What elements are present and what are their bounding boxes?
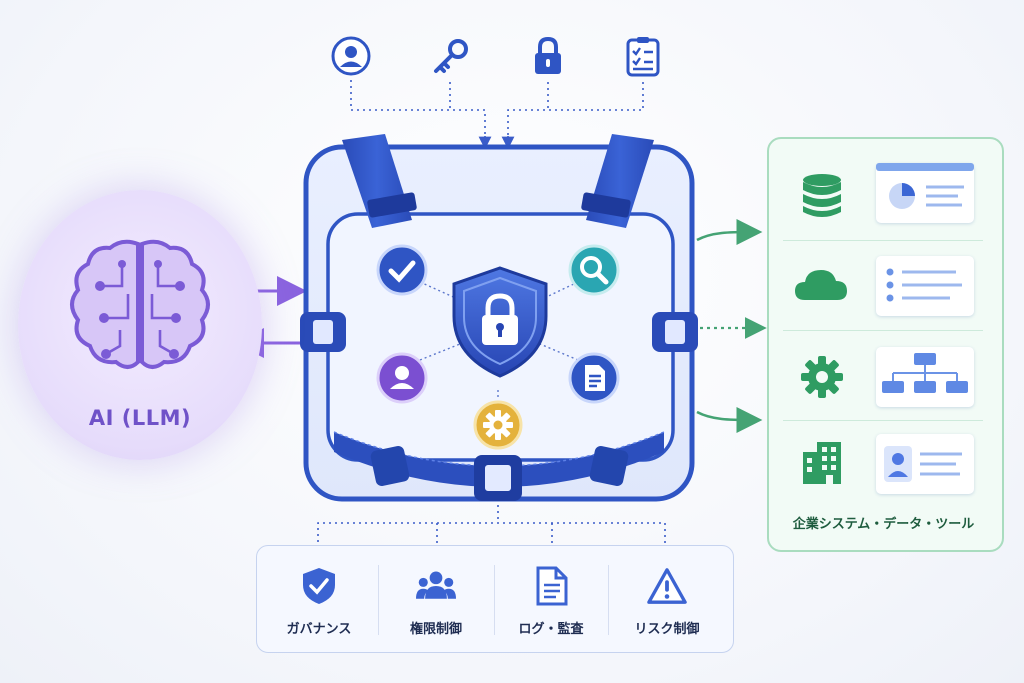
- building-icon: [801, 440, 843, 486]
- document-icon: [568, 352, 620, 404]
- audit-log-item: ログ・監査: [492, 560, 610, 640]
- org-chart-card: [876, 347, 974, 407]
- risk-control-item: リスク制御: [608, 560, 726, 640]
- brain-icon: [62, 234, 218, 384]
- group-icon: [416, 566, 456, 606]
- gear-icon: [473, 400, 523, 450]
- list-card: [876, 256, 974, 316]
- access-control-label: 権限制御: [409, 622, 462, 637]
- lock-icon: [526, 34, 570, 78]
- divider: [378, 565, 379, 635]
- chart-card: [876, 163, 974, 223]
- gear-icon: [799, 354, 845, 400]
- row-divider: [783, 420, 983, 421]
- checklist-icon: [621, 34, 665, 78]
- profile-card: [876, 434, 974, 494]
- top-connectors: [350, 80, 644, 140]
- access-control-item: 権限制御: [377, 560, 495, 640]
- cloud-icon: [793, 264, 849, 304]
- database-icon: [800, 172, 844, 218]
- bottom-connectors: [317, 505, 666, 548]
- search-icon: [568, 244, 620, 296]
- systems-label: 企業システム・データ・ツール: [792, 517, 975, 532]
- shield-lock-icon: [448, 264, 552, 380]
- ai-llm-label: AI (LLM): [88, 406, 192, 430]
- divider: [608, 565, 609, 635]
- governance-item: ガバナンス: [260, 560, 378, 640]
- risk-control-label: リスク制御: [634, 622, 700, 637]
- user-icon: [329, 34, 373, 78]
- key-icon: [428, 36, 472, 80]
- check-icon: [376, 244, 428, 296]
- user-icon: [376, 352, 428, 404]
- row-divider: [783, 240, 983, 241]
- warning-icon: [647, 566, 687, 606]
- row-divider: [783, 330, 983, 331]
- document-icon: [531, 566, 571, 606]
- divider: [494, 565, 495, 635]
- audit-log-label: ログ・監査: [518, 622, 584, 637]
- governance-label: ガバナンス: [286, 622, 352, 637]
- shield-check-icon: [299, 566, 339, 606]
